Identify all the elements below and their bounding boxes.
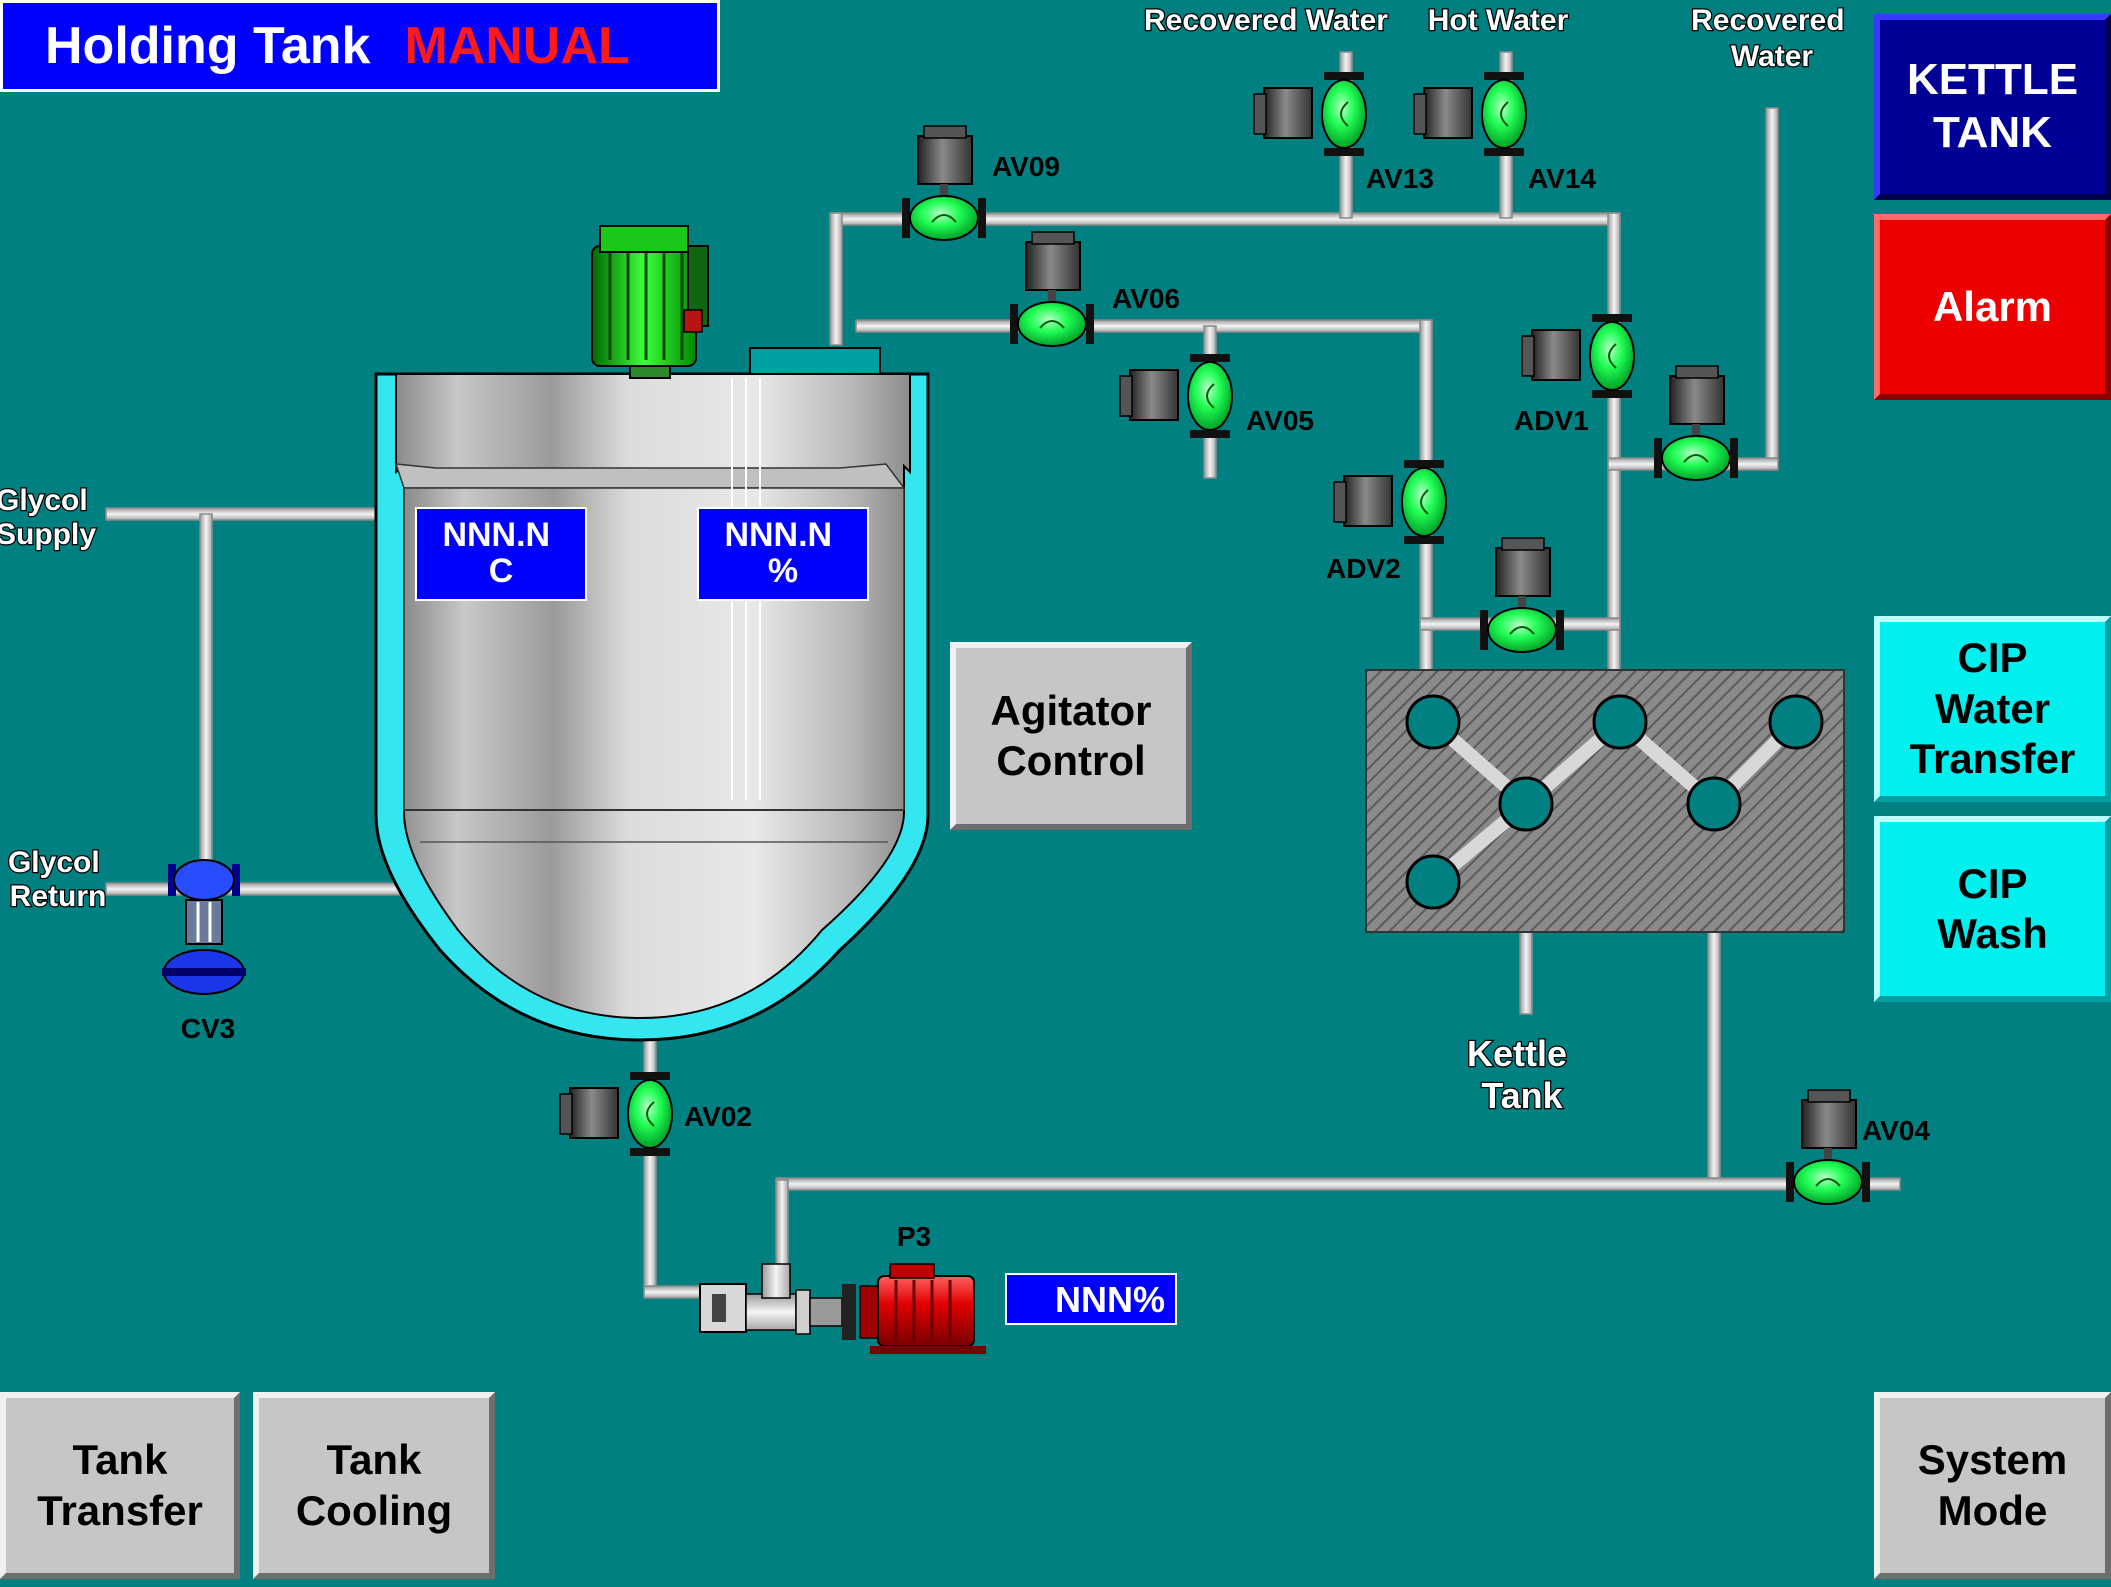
valve-label-cv3: CV3: [181, 1013, 235, 1044]
recovered-water-2-label: Recovered Water: [1691, 4, 1853, 73]
valve-label-av05: AV05: [1246, 405, 1314, 436]
valve-adv2[interactable]: [1333, 460, 1447, 544]
valve-av09[interactable]: [902, 125, 986, 241]
valve-av13[interactable]: [1253, 72, 1367, 156]
svg-text:NNN.N %: NNN.N %: [724, 516, 841, 590]
pump-speed-readout: NNN%: [1005, 1273, 1177, 1325]
pump-speed-value: NNN%: [1055, 1279, 1165, 1320]
tank-temperature-readout: NNN.N C: [415, 507, 587, 601]
mode-indicator: MANUAL: [404, 17, 630, 75]
kettle-tank-label: Kettle Tank: [1467, 1033, 1577, 1116]
hot-water-label: Hot Water: [1428, 4, 1569, 37]
valve-adv1[interactable]: [1521, 314, 1635, 398]
tank-level-readout: NNN.N %: [697, 507, 869, 601]
glycol-supply-label: Glycol Supply: [0, 484, 96, 551]
valve-label-av09: AV09: [992, 151, 1060, 182]
level-value-unit: %: [768, 552, 798, 590]
cip-wash-button[interactable]: CIP Wash: [1874, 816, 2111, 1002]
cip-water-transfer-button[interactable]: CIP Water Transfer: [1874, 616, 2111, 802]
tank-cooling-button[interactable]: Tank Cooling: [253, 1392, 495, 1579]
svg-text:NNN.N C: NNN.N C: [442, 516, 559, 590]
screen-title: Holding Tank: [45, 17, 371, 75]
level-value: NNN.N: [724, 516, 832, 554]
valve-label-av06: AV06: [1112, 283, 1180, 314]
valve-label-av13: AV13: [1366, 163, 1434, 194]
valve-label-adv2: ADV2: [1326, 553, 1401, 584]
valve-av02[interactable]: [559, 1072, 673, 1156]
agitator-motor-icon: [591, 225, 709, 379]
alarm-button[interactable]: Alarm: [1874, 214, 2111, 400]
recovered-water-label: Recovered Water: [1144, 4, 1388, 37]
tank-transfer-button[interactable]: Tank Transfer: [0, 1392, 240, 1579]
valve-av04[interactable]: [1786, 1089, 1870, 1205]
valve-av05[interactable]: [1119, 354, 1233, 438]
valve-label-av14: AV14: [1528, 163, 1596, 194]
valve-recovered-water-return[interactable]: [1654, 365, 1738, 481]
valve-av14[interactable]: [1413, 72, 1527, 156]
pump-label-p3: P3: [897, 1221, 931, 1252]
kettle-tank-button[interactable]: KETTLE TANK: [1874, 14, 2111, 200]
screen-title-bar: Holding Tank MANUAL: [0, 0, 720, 92]
temperature-value: NNN.N: [442, 516, 550, 554]
system-mode-button[interactable]: System Mode: [1874, 1392, 2111, 1579]
temperature-value-unit: C: [489, 552, 514, 590]
valve-label-adv1: ADV1: [1514, 405, 1589, 436]
glycol-return-label: Glycol Return: [8, 846, 108, 913]
valve-label-av02: AV02: [684, 1101, 752, 1132]
agitator-control-button[interactable]: Agitator Control: [950, 642, 1192, 830]
control-valve-cv3[interactable]: [162, 859, 246, 995]
pump-p3[interactable]: [699, 1263, 986, 1354]
valve-crossover[interactable]: [1480, 537, 1564, 653]
holding-tank-vessel: [374, 347, 930, 1042]
valve-label-av04: AV04: [1862, 1115, 1930, 1146]
valve-av06[interactable]: [1010, 231, 1094, 347]
kettle-tank-vessel: [1365, 669, 1845, 933]
